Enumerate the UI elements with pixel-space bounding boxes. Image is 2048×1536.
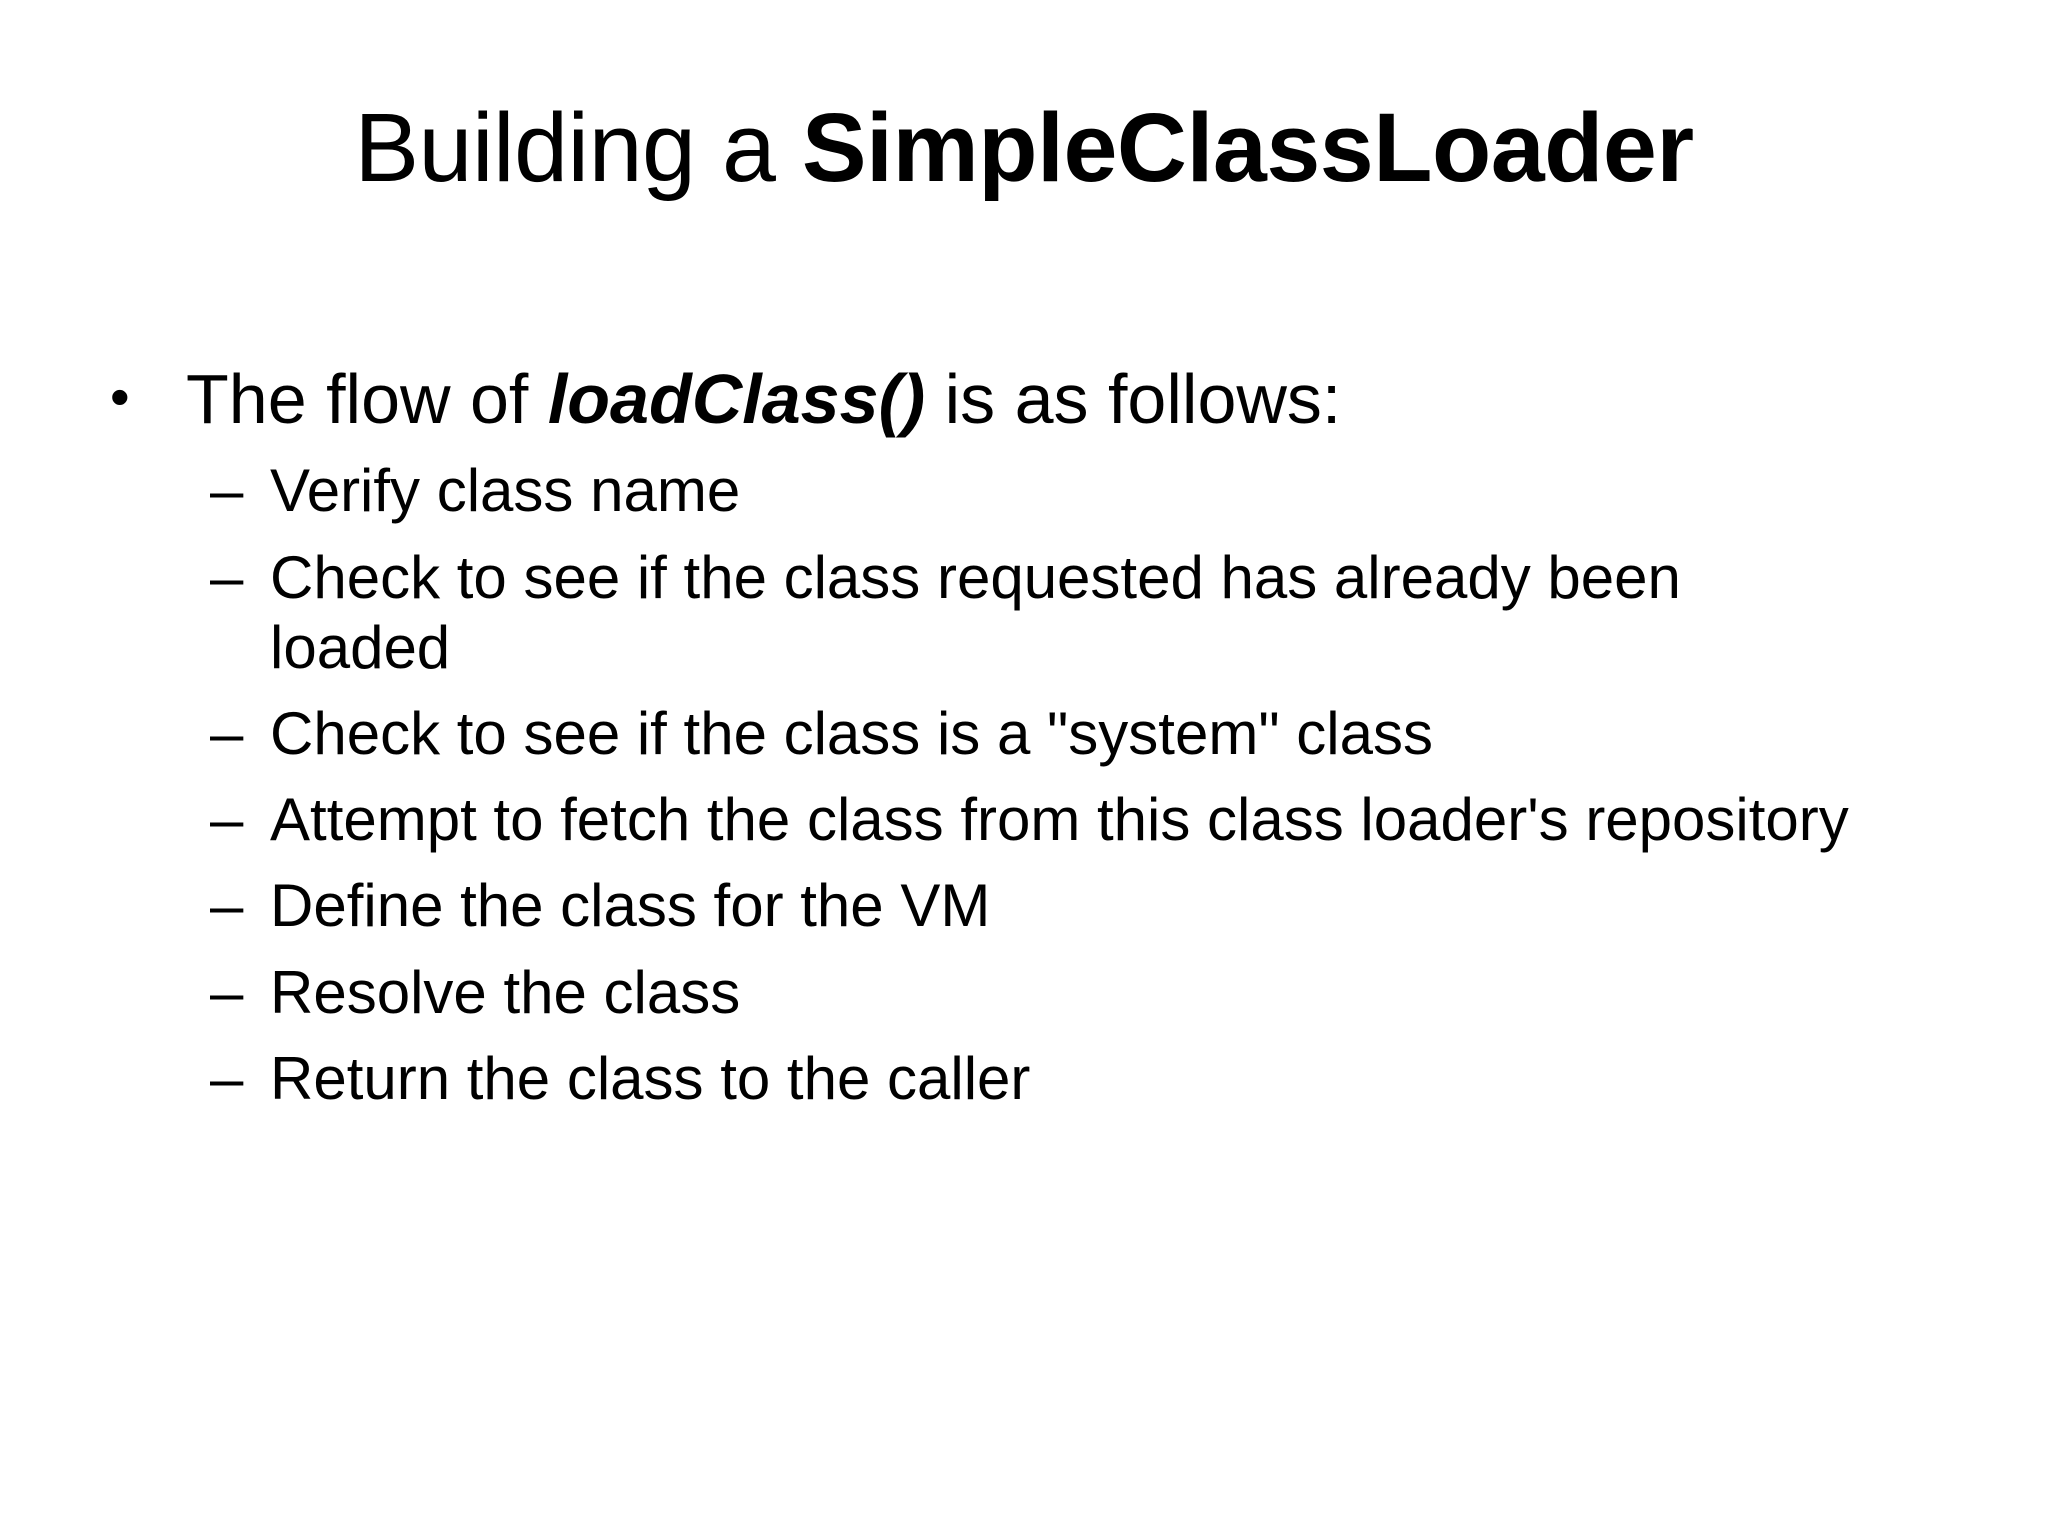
dash-icon: – (210, 543, 244, 611)
bullet-level2-text: Verify class name (270, 457, 741, 525)
bullet-level2-text: Resolve the class (270, 958, 741, 1026)
dash-icon: – (210, 786, 244, 854)
dash-icon: – (210, 958, 244, 1026)
dash-icon: – (210, 457, 244, 525)
bullet-level2-text: Define the class for the VM (270, 872, 991, 940)
bullet-level2-item: – Return the class to the caller (110, 1044, 1960, 1114)
dash-icon: – (210, 699, 244, 767)
slide-body: • The flow of loadClass() is as follows:… (110, 360, 1960, 1114)
bullet-level2-item: – Attempt to fetch the class from this c… (110, 785, 1960, 855)
bullet-level1-suffix: is as follows: (925, 360, 1342, 438)
slide-title-regular-part: Building a (354, 93, 802, 202)
bullet-level1-prefix: The flow of (186, 360, 548, 438)
bullet-level2-item: – Check to see if the class requested ha… (110, 543, 1960, 683)
bullet-level2-text: Attempt to fetch the class from this cla… (270, 786, 1849, 854)
bullet-level2-item: – Check to see if the class is a "system… (110, 699, 1960, 769)
dash-icon: – (210, 1044, 244, 1112)
bullet-level2-text: Check to see if the class requested has … (270, 543, 1681, 681)
bullet-level1-emphasis: loadClass() (547, 360, 926, 438)
slide-title-bold-part: SimpleClassLoader (801, 93, 1694, 202)
bullet-level1-text: The flow of loadClass() is as follows: (186, 360, 1960, 438)
bullet-level2-item: – Resolve the class (110, 958, 1960, 1028)
slide-title: Building a SimpleClassLoader (128, 93, 1920, 202)
bullet-level2-text: Check to see if the class is a "system" … (270, 699, 1433, 767)
dash-icon: – (210, 872, 244, 940)
bullet-level2-text: Return the class to the caller (270, 1044, 1031, 1112)
bullet-level1-item: • The flow of loadClass() is as follows: (110, 360, 1960, 438)
bullet-dot-icon: • (110, 365, 130, 428)
bullet-level2-item: – Verify class name (110, 456, 1960, 526)
bullet-level2-item: – Define the class for the VM (110, 871, 1960, 941)
